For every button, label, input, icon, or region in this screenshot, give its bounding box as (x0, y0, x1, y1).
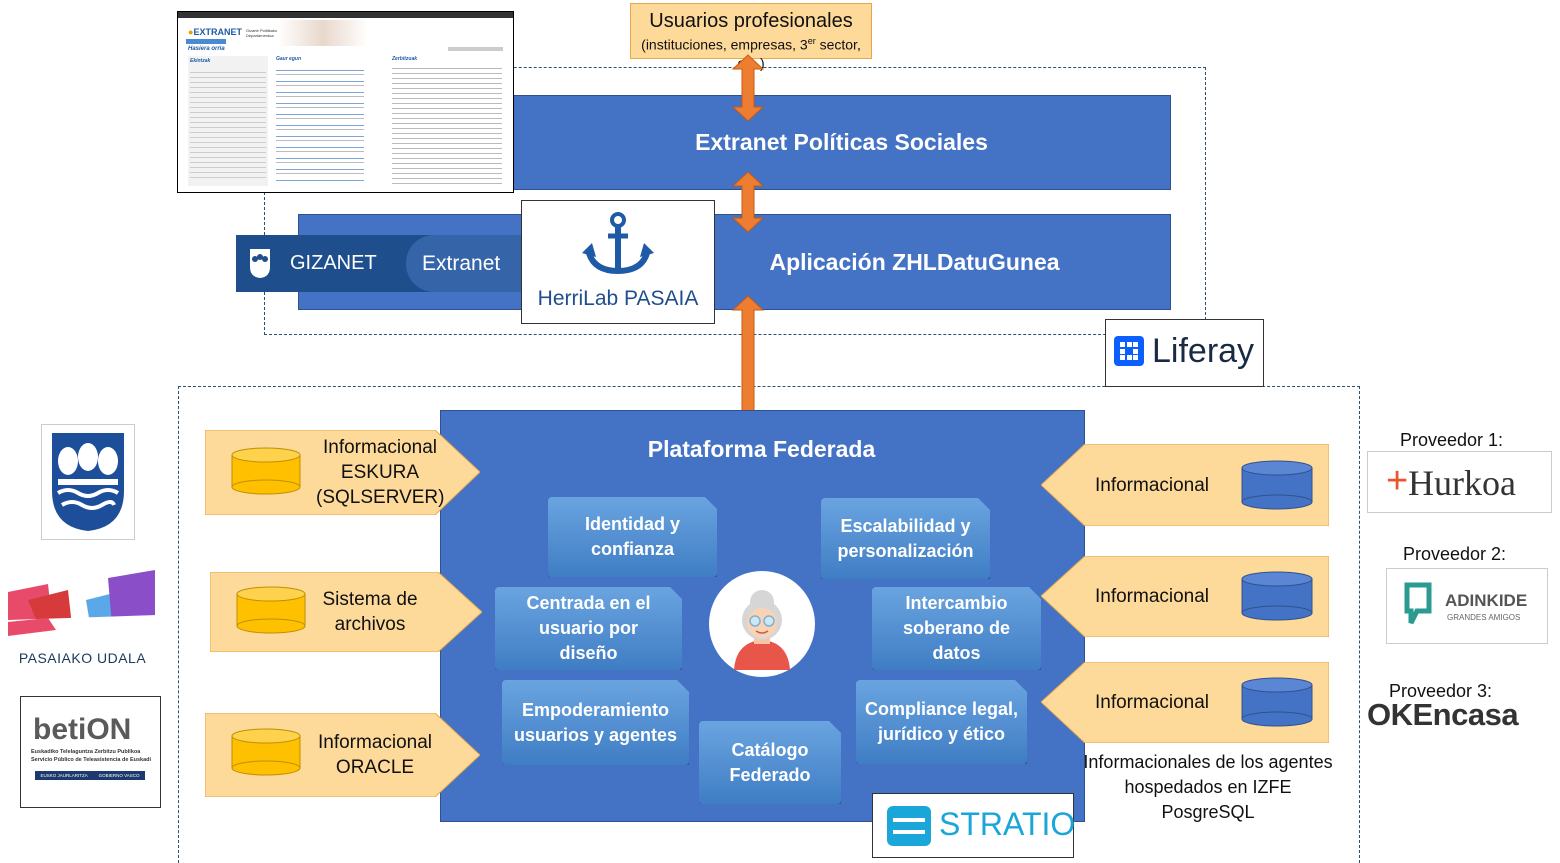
capability-user-centric: Centrada en el usuario por diseño (495, 587, 682, 670)
pasaia-mark-icon (8, 570, 157, 648)
basque-shield-icon (52, 433, 124, 531)
okencasa-text: OKEncasa (1367, 697, 1519, 732)
screenshot-search (448, 47, 503, 51)
basque-shield-logo (41, 424, 135, 540)
provider-2-logo: ADINKIDE GRANDES AMIGOS (1386, 568, 1548, 644)
left-source-label-3: Informacional ORACLE (317, 732, 433, 778)
pasaia-text: PASAIAKO UDALA (18, 650, 147, 666)
platform-container (178, 386, 1360, 863)
extranet-bar: Extranet Políticas Sociales (512, 95, 1171, 190)
capability-catalog: Catálogo Federado (699, 721, 841, 804)
provider-3-logo: OKEncasa (1367, 697, 1550, 732)
capability-identity: Identidad y confianza (548, 497, 717, 577)
capability-sovereign: Intercambio soberano de datos (872, 587, 1041, 670)
betion-line2: Servicio Público de Teleasistencia de Eu… (31, 757, 152, 763)
screenshot-brand-icon: ● (188, 27, 194, 37)
gizanet-logo: GIZANET Extranet (236, 235, 522, 292)
right-sources-caption: Informacionales de los agentes hospedado… (1083, 752, 1333, 822)
herrilab-logo: HerriLab PASAIA (521, 200, 715, 324)
gizanet-brand: GIZANET (290, 252, 377, 274)
capability-compliance: Compliance legal, jurídico y ético (856, 680, 1027, 764)
arrow-extranet-app (731, 171, 765, 233)
database-icon-right-1 (1241, 460, 1313, 510)
right-source-label-3: Informacional (1094, 692, 1210, 713)
provider-1-logo: + Hurkoa (1367, 451, 1552, 513)
arrow-app-platform (731, 295, 765, 427)
elderly-user-icon (709, 571, 815, 677)
hurkoa-mark-icon: + (1386, 460, 1409, 502)
betion-text: betiON (33, 713, 132, 746)
extranet-screenshot: ●EXTRANET Gizarte Politikako Departament… (177, 11, 514, 193)
platform-title: Plataforma Federada (647, 436, 876, 462)
anchor-icon (582, 212, 654, 275)
adinkide-text: ADINKIDE (1445, 591, 1528, 610)
betion-logo: betiON Euskadiko Telelaguntza Zerbitzu P… (20, 696, 161, 808)
liferay-icon (1114, 336, 1144, 366)
app-bar: Aplicación ZHLDatuGunea (298, 214, 1171, 310)
provider-1-label: Proveedor 1: (1400, 430, 1504, 450)
app-bar-label: Aplicación ZHLDatuGunea (769, 248, 1060, 275)
left-source-label-2: Sistema de archivos (322, 589, 418, 635)
betion-line1: Euskadiko Telelaguntza Zerbitzu Publikoa (31, 749, 141, 755)
provider-3-label: Proveedor 3: (1389, 681, 1493, 701)
screenshot-col1: Ekintzak (188, 56, 268, 186)
liferay-label: Liferay (1152, 332, 1255, 370)
database-icon-right-2 (1241, 571, 1313, 621)
professional-users-title: Usuarios profesionales (649, 10, 853, 32)
provider-2-label: Proveedor 2: (1403, 544, 1507, 564)
extranet-bar-label: Extranet Políticas Sociales (695, 129, 988, 155)
screenshot-tabs (186, 39, 226, 44)
database-icon-left-3 (231, 728, 301, 776)
pasaia-logo: PASAIAKO UDALA (8, 570, 157, 666)
left-source-label-1: Informacional ESKURA (SQLSERVER) (316, 437, 445, 508)
stratio-icon (887, 806, 931, 846)
screenshot-col3: Zerbitzuak (392, 56, 502, 186)
capability-empowerment: Empoderamiento usuarios y agentes (502, 680, 689, 765)
stratio-text: STRATIO (939, 806, 1076, 842)
arrow-users-extranet (731, 54, 765, 122)
hurkoa-text: Hurkoa (1408, 463, 1516, 503)
screenshot-brand-sub: Gizarte Politikako Departamentua (246, 28, 278, 38)
screenshot-brand: ●EXTRANET (188, 27, 242, 37)
screenshot-col2: Gaur egun (276, 56, 364, 186)
screenshot-header-image (278, 20, 368, 46)
basque-shield-small-icon (250, 249, 270, 278)
gizanet-right-panel (406, 235, 522, 292)
right-source-label-1: Informacional (1094, 475, 1210, 496)
professional-users-box: Usuarios profesionales (instituciones, e… (630, 3, 872, 71)
database-icon-right-3 (1241, 677, 1313, 727)
database-icon-left-1 (231, 447, 301, 495)
stratio-logo: STRATIO (872, 793, 1076, 858)
gizanet-extranet: Extranet (422, 252, 501, 275)
adinkide-icon (1404, 582, 1432, 625)
screenshot-topbar (178, 12, 513, 18)
adinkide-sub: GRANDES AMIGOS (1447, 613, 1521, 622)
database-icon-left-2 (236, 586, 306, 634)
capability-scalability: Escalabilidad y personalización (821, 498, 990, 579)
screenshot-breadcrumb: Hasiera orria (188, 46, 225, 52)
right-source-label-2: Informacional (1094, 586, 1210, 607)
liferay-logo: Liferay (1105, 319, 1264, 387)
herrilab-label: HerriLab PASAIA (537, 287, 699, 310)
